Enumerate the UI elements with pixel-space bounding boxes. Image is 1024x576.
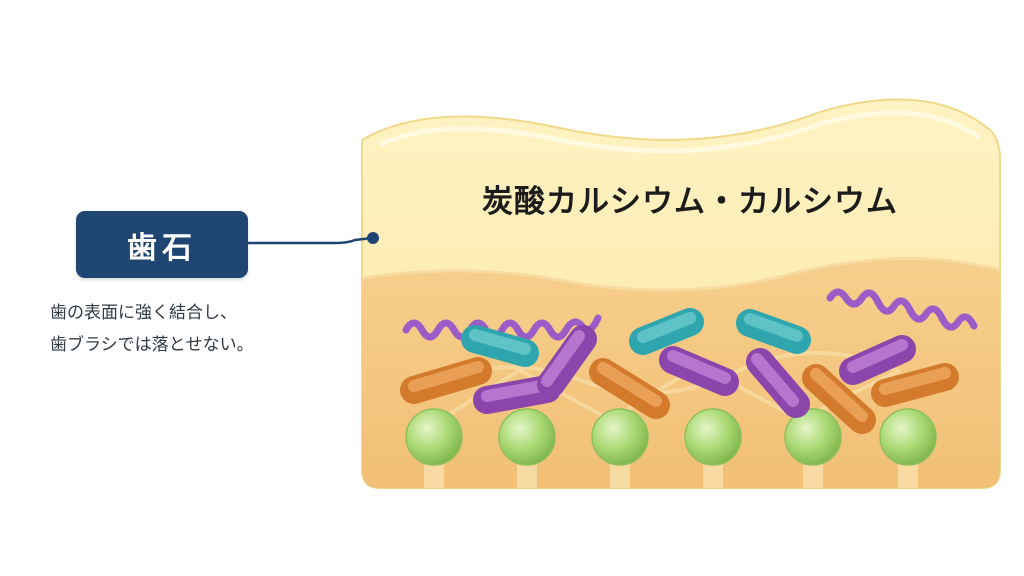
description-line: 歯ブラシでは落とせない。 bbox=[50, 335, 254, 355]
mineral-sphere-icon bbox=[684, 408, 742, 466]
rod-bacteria bbox=[400, 308, 959, 434]
mineral-sphere-icon bbox=[498, 408, 556, 466]
description-line: 歯の表面に強く結合し、 bbox=[50, 303, 237, 323]
spiral-bacteria bbox=[402, 288, 978, 341]
tartar-label-text: 歯石 bbox=[127, 230, 197, 266]
mineral-sphere-icon bbox=[591, 408, 649, 466]
connector-dot bbox=[367, 232, 379, 244]
mineral-sphere-icon bbox=[879, 408, 937, 466]
calculus-block bbox=[361, 98, 1001, 489]
mineral-spheres bbox=[405, 408, 937, 466]
mineral-sphere-icon bbox=[405, 408, 463, 466]
spiral-bacteria-icon bbox=[402, 314, 602, 341]
mineral-sphere-icon bbox=[784, 408, 842, 466]
tartar-label: 歯石 bbox=[76, 211, 248, 278]
layer-title: 炭酸カルシウム・カルシウム bbox=[482, 184, 898, 220]
tartar-description: 歯の表面に強く結合し、 歯ブラシでは落とせない。 bbox=[50, 297, 350, 361]
spiral-bacteria-icon bbox=[826, 288, 978, 331]
callout-connector bbox=[248, 232, 379, 245]
